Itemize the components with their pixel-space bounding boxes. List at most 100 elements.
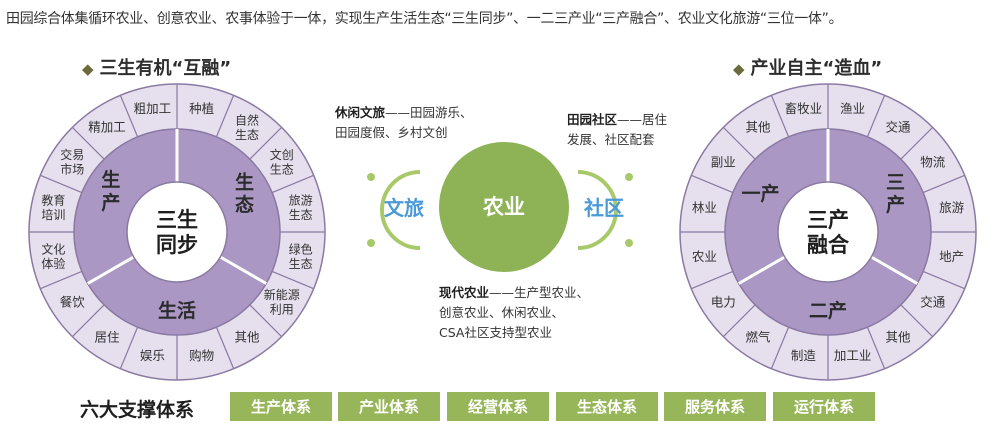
arc-dot [367, 173, 375, 181]
agriculture-label: 农业 [482, 195, 525, 219]
segment-divider [271, 174, 314, 194]
left-arc [380, 170, 421, 250]
outer-segment-label: 其他 [885, 329, 911, 344]
segment-divider [722, 126, 756, 160]
outer-segment-label: 精加工 [88, 120, 126, 135]
outer-segment-label: 交易市场 [60, 147, 84, 176]
support-item: 经营体系 [447, 392, 549, 421]
segment-divider [722, 304, 756, 338]
outer-segment-label: 交通 [885, 120, 911, 135]
outer-segment-label: 教育培训 [41, 193, 65, 222]
segment-divider [922, 174, 965, 194]
three-industry-wheel: 渔业交通物流旅游地产交通其他加工业制造燃气电力农业林业副业其他畜牧业一产三产二产… [679, 83, 977, 381]
inner-divider [87, 255, 135, 285]
segment-divider [215, 326, 235, 369]
outer-segment-label: 畜牧业 [785, 101, 823, 116]
outer-segment-label: 地产 [939, 249, 964, 264]
left-title-text: 三生有机“互融” [99, 58, 232, 79]
left-title: ◆ 三生有机“互融” [82, 54, 231, 80]
agriculture-circle [439, 142, 569, 272]
inner-segment-label: 生态 [235, 170, 254, 216]
outer-segment-label: 农业 [692, 249, 717, 264]
outer-segment-label: 燃气 [745, 329, 771, 344]
outer-segment-label: 粗加工 [134, 101, 172, 116]
outer-segment-label: 新能源利用 [264, 287, 300, 316]
segment-divider [119, 326, 139, 369]
culture-tourism-desc: 休闲文旅——田园游乐、 田园度假、乡村文创 [335, 103, 473, 143]
support-systems-label: 六大支撑体系 [80, 399, 195, 421]
outer-segment-label: 餐饮 [60, 295, 86, 310]
outer-segment-label: 其他 [234, 329, 260, 344]
segment-divider [249, 304, 283, 338]
support-item: 运行体系 [773, 392, 875, 421]
segment-divider [215, 95, 235, 138]
inner-divider [870, 255, 918, 285]
outer-segment-label: 文创生态 [270, 147, 294, 176]
center-label: 三生同步 [156, 208, 198, 257]
outer-segment-label: 娱乐 [140, 348, 165, 363]
segment-divider [271, 270, 314, 290]
segment-divider [922, 270, 965, 290]
culture-tourism-label: 文旅 [384, 196, 424, 220]
inner-segment-label: 三产 [886, 171, 905, 216]
intro-text: 田园综合体集循环农业、创意农业、农事体验于一体，实现生产生活生态“三生同步”、一… [6, 11, 843, 27]
segment-divider [691, 270, 734, 290]
segment-divider [866, 95, 886, 138]
outer-segment-label: 其他 [745, 120, 771, 135]
segment-divider [40, 270, 83, 290]
center-label: 三产融合 [807, 208, 850, 257]
support-item: 产业体系 [338, 392, 440, 421]
support-item: 生态体系 [556, 392, 658, 421]
outer-segment-label: 绿色生态 [289, 242, 313, 271]
outer-segment-label: 旅游生态 [289, 194, 313, 222]
segment-divider [249, 126, 283, 160]
segment-divider [71, 304, 105, 338]
right-title: ◆ 产业自主“造血” [733, 54, 882, 80]
arc-dot [625, 173, 633, 181]
segment-divider [71, 126, 105, 160]
inner-segment-label: 生活 [158, 299, 196, 322]
segment-divider [866, 326, 886, 369]
outer-segment-label: 林业 [692, 200, 717, 215]
segment-divider [119, 95, 139, 138]
segment-divider [770, 95, 790, 138]
agriculture-circles: 农业 文旅 社区 [367, 142, 633, 272]
diamond-icon: ◆ [82, 60, 94, 78]
outer-segment-label: 种植 [189, 101, 214, 116]
inner-segment-label: 一产 [741, 182, 779, 205]
community-label: 社区 [583, 196, 624, 220]
agriculture-desc: 现代农业——生产型农业、 创意农业、休闲农业、 CSA社区支持型农业 [439, 283, 589, 343]
outer-segment-label: 居住 [94, 329, 120, 344]
outer-segment-label: 旅游 [939, 200, 965, 215]
segment-divider [770, 326, 790, 369]
inner-divider [738, 255, 786, 285]
agriculture-desc-text: ——生产型农业、 创意农业、休闲农业、 CSA社区支持型农业 [439, 285, 590, 340]
support-item: 生产体系 [230, 392, 332, 421]
inner-divider [219, 255, 267, 285]
community-desc: 田园社区——居住 发展、社区配套 [567, 110, 667, 150]
culture-tourism-desc-text: ——田园游乐、 田园度假、乡村文创 [335, 105, 473, 140]
outer-segment-label: 电力 [711, 295, 736, 310]
center-circle [126, 181, 228, 283]
inner-segment-label: 生产 [101, 168, 120, 214]
outer-segment-label: 购物 [189, 348, 214, 363]
agriculture-desc-title: 现代农业 [439, 285, 490, 300]
segment-divider [691, 174, 734, 194]
diamond-icon: ◆ [733, 60, 745, 78]
inner-segment-label: 二产 [809, 299, 847, 322]
culture-tourism-desc-title: 休闲文旅 [335, 105, 386, 120]
outer-segment-label: 自然生态 [235, 112, 259, 141]
outer-segment-label: 制造 [791, 348, 817, 363]
outer-segment-label: 交通 [920, 295, 946, 310]
right-title-text: 产业自主“造血” [750, 58, 883, 79]
segment-divider [900, 304, 934, 338]
community-desc-title: 田园社区 [567, 112, 618, 127]
center-circle [777, 181, 879, 283]
outer-segment-label: 渔业 [840, 101, 865, 116]
outer-segment-label: 物流 [920, 154, 946, 169]
segment-divider [900, 126, 934, 160]
outer-segment-label: 文化体验 [41, 242, 65, 271]
community-desc-text: ——居住 发展、社区配套 [567, 112, 668, 147]
outer-segment-label: 副业 [711, 154, 736, 169]
